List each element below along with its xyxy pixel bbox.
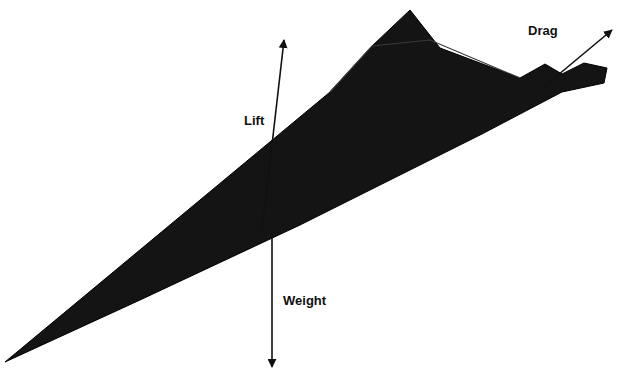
airplane-body xyxy=(5,10,607,362)
drag-arrow xyxy=(540,30,612,90)
airplane-fold xyxy=(330,40,520,92)
lift-arrow xyxy=(262,40,284,232)
force-label: Drag xyxy=(528,24,558,37)
force-label: Weight xyxy=(283,294,326,307)
force-label: Lift xyxy=(244,114,264,127)
weight-arrow xyxy=(271,232,273,367)
